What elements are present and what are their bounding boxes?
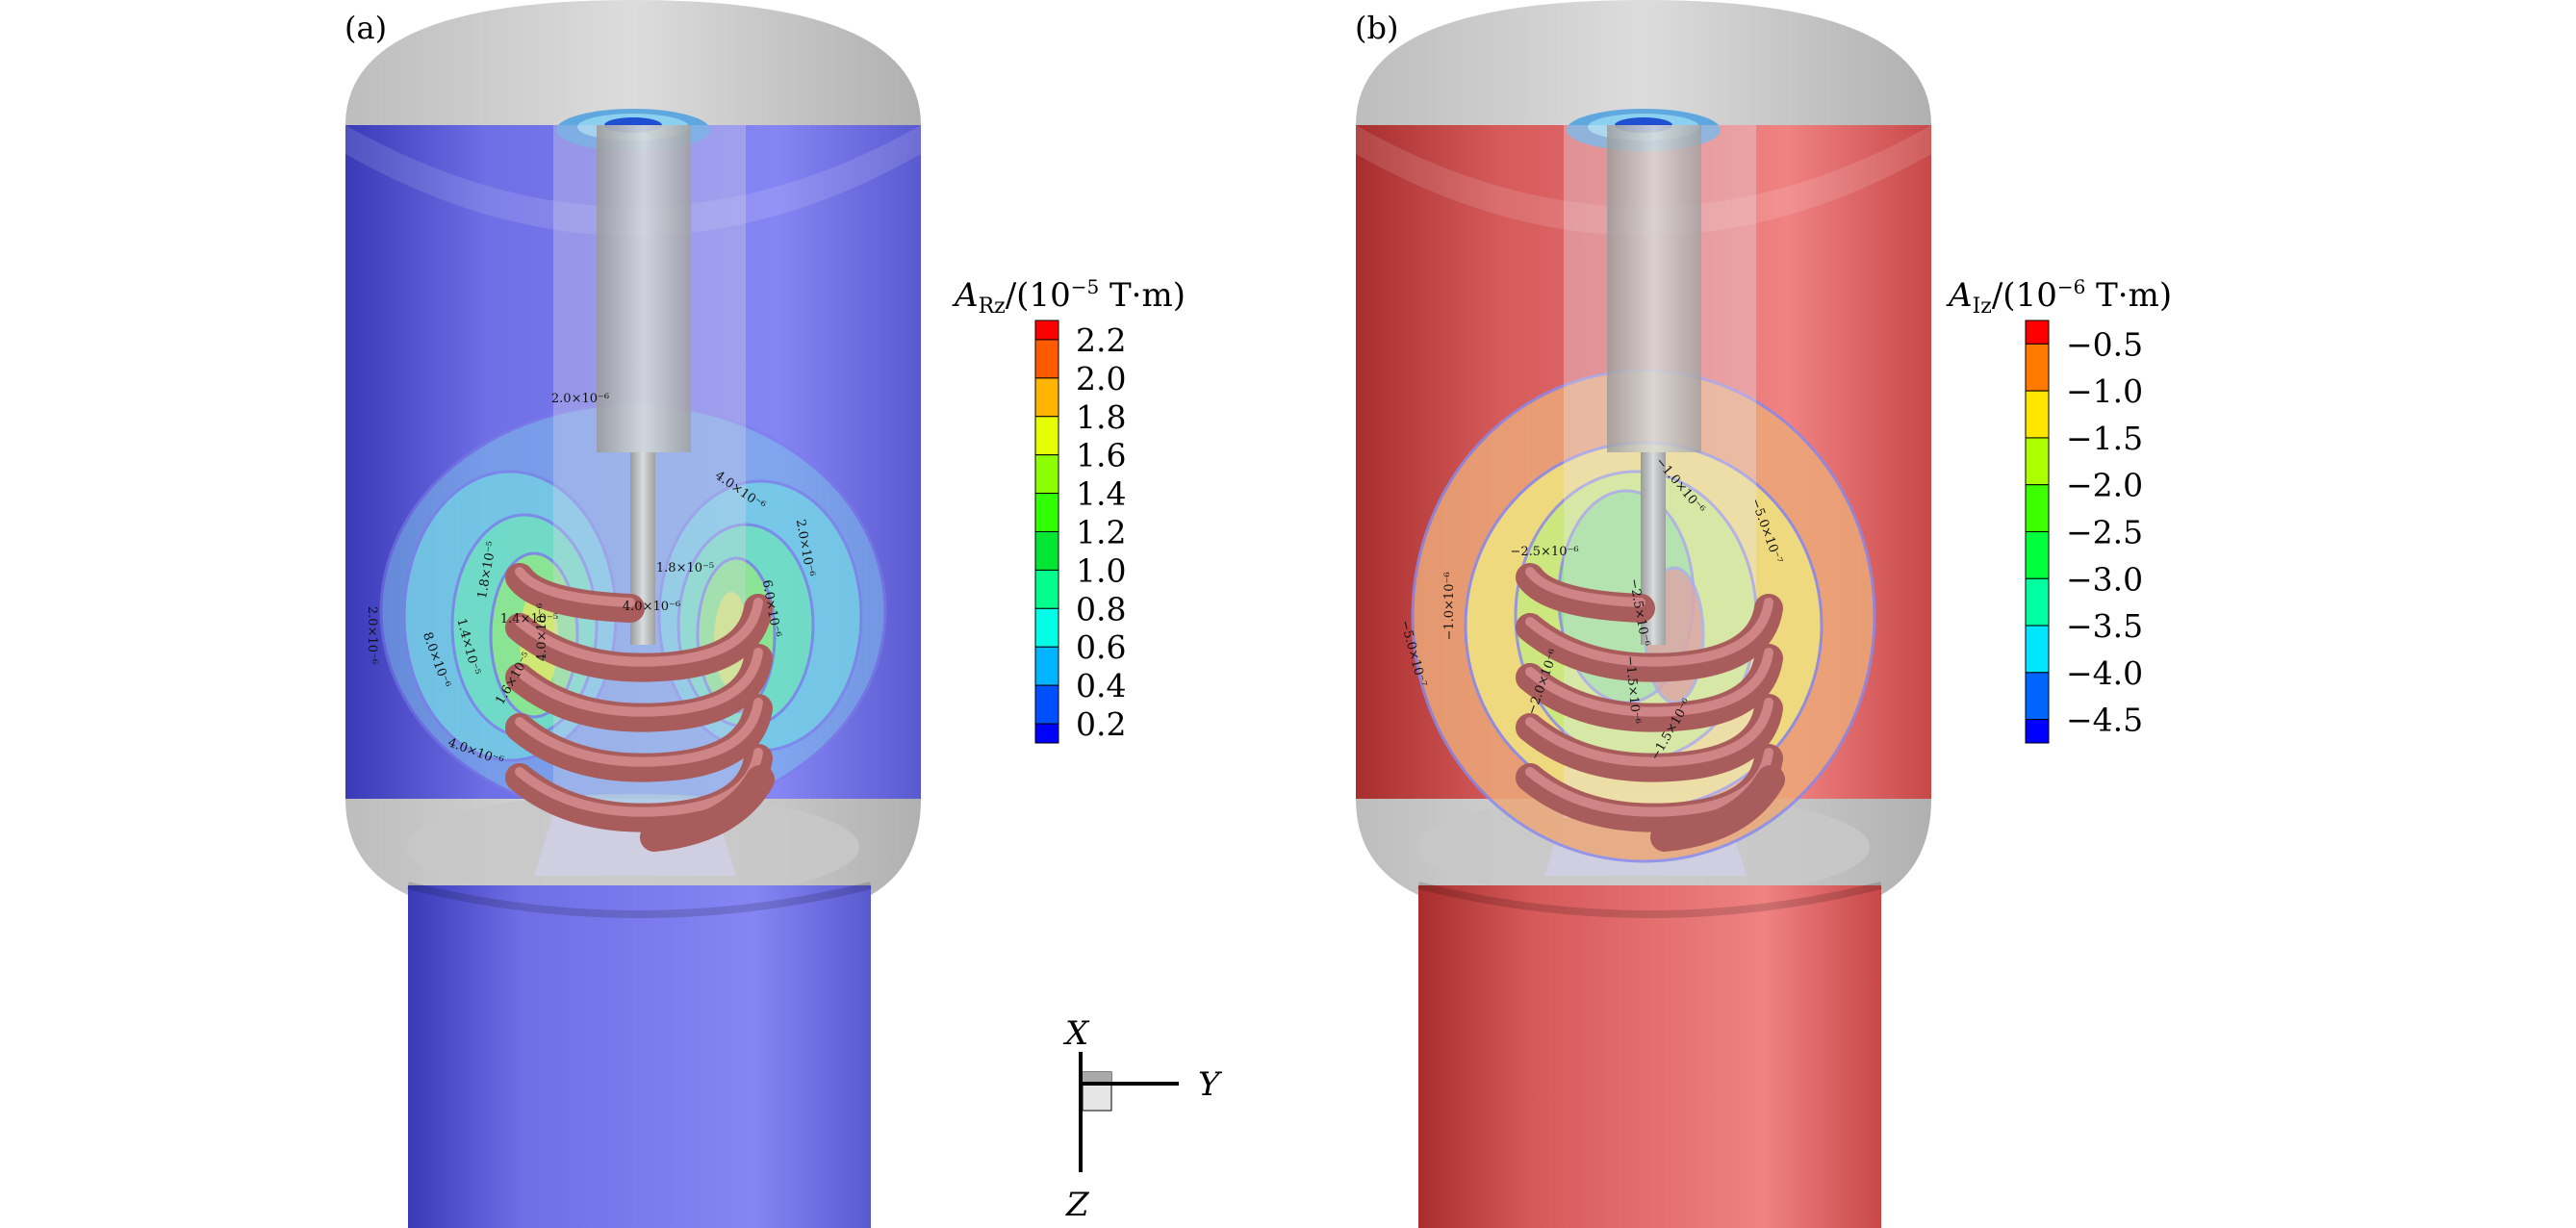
colorbar-segment <box>2025 437 2050 486</box>
colorbar-tick-label: 1.2 <box>1076 514 1126 551</box>
colorbar-tick-label: −1.5 <box>2066 420 2143 457</box>
colorbar-tick-label: 0.2 <box>1076 705 1126 743</box>
colorbar-tick-label: −3.5 <box>2066 607 2143 645</box>
colorbar-segment <box>1034 320 1059 341</box>
title-symbol: A <box>1946 276 1973 315</box>
colorbar-segment <box>1034 684 1059 725</box>
y-axis-label: Y <box>1198 1065 1223 1104</box>
contour-label: 1.4×10⁻⁵ <box>500 612 558 627</box>
colorbar-segment <box>1034 339 1059 379</box>
colorbar-tick-label: −4.0 <box>2066 654 2143 692</box>
colorbar-segment <box>2025 672 2050 721</box>
injector <box>597 125 691 452</box>
z-axis-label: Z <box>1065 1186 1090 1224</box>
contour-label: −1.0×10⁻⁶ <box>1442 572 1457 640</box>
contour-label: 4.0×10⁻⁶ <box>623 600 680 614</box>
contour-label: 2.0×10⁻⁶ <box>551 392 609 406</box>
colorbar-segment <box>1034 607 1059 648</box>
colorbar-tick-label: −4.5 <box>2066 702 2143 739</box>
coil-lead <box>640 765 775 852</box>
colorbar-segment <box>1034 723 1059 744</box>
title-mid: /(10 <box>1992 276 2057 315</box>
title-symbol: A <box>952 276 979 315</box>
injector <box>1607 125 1701 452</box>
title-exponent: −6 <box>2057 275 2085 298</box>
colorbar-tick-label: −3.0 <box>2066 560 2143 598</box>
colorbar-segment <box>2025 320 2050 345</box>
contour-label: 1.8×10⁻⁵ <box>656 561 714 576</box>
colorbar-segment <box>2025 577 2050 627</box>
colorbar-segment <box>2025 343 2050 392</box>
colorbar-segment <box>2025 531 2050 579</box>
colorbar-a: 2.22.01.81.61.41.21.00.80.60.40.2 <box>1034 320 1126 744</box>
title-subscript: Iz <box>1973 294 1992 319</box>
colorbar-title-b: AIz/(10−6 T·m) <box>1946 275 2172 319</box>
colorbar-tick-label: 1.6 <box>1076 437 1126 474</box>
title-unit: T·m) <box>2085 276 2172 315</box>
colorbar-tick-label: 0.4 <box>1076 667 1126 704</box>
contour-label: 4.0×10⁻⁶ <box>535 603 549 661</box>
colorbar-segment <box>2025 719 2050 744</box>
colorbar-tick-label: 1.4 <box>1076 475 1126 513</box>
colorbar-tick-label: 2.0 <box>1076 360 1126 397</box>
colorbar-tick-label: 1.8 <box>1076 398 1126 436</box>
colorbar-b: −0.5 −1.0 −1.5 −2.0 −2.5 −3.0 −3.5 −4.0 −4.5 <box>2025 320 2143 744</box>
axes-triad: X Y Z <box>1062 1014 1223 1224</box>
colorbar-segment <box>1034 377 1059 418</box>
contour-label: −2.5×10⁻⁶ <box>1510 545 1578 559</box>
colorbar-segment <box>2025 390 2050 439</box>
colorbar-tick-label: −0.5 <box>2066 325 2143 363</box>
colorbar-tick-label: 2.2 <box>1076 321 1126 359</box>
coil-lead <box>1650 765 1785 852</box>
colorbar-tick-label: −2.5 <box>2066 514 2143 551</box>
contour-label: 2.0×10⁻⁶ <box>365 606 379 664</box>
induction-coils <box>505 563 1785 852</box>
title-mid: /(10 <box>1006 276 1071 315</box>
colorbar-tick-label: 1.0 <box>1076 551 1126 589</box>
title-unit: T·m) <box>1099 276 1186 315</box>
panel-label-b: (b) <box>1355 10 1398 46</box>
title-subscript: Rz <box>979 294 1006 319</box>
x-axis-label: X <box>1062 1014 1090 1053</box>
colorbar-segment <box>1034 454 1059 495</box>
colorbar-segment <box>2025 625 2050 674</box>
colorbar-title-a: ARz/(10−5 T·m) <box>952 275 1186 319</box>
colorbar-segment <box>1034 493 1059 532</box>
colorbar-segment <box>1034 569 1059 609</box>
colorbar-tick-label: 0.6 <box>1076 628 1126 666</box>
title-exponent: −5 <box>1071 275 1099 298</box>
colorbar-segment <box>1034 646 1059 686</box>
colorbar-segment <box>1034 531 1059 571</box>
panel-label-a: (a) <box>344 10 387 46</box>
colorbar-segment <box>2025 484 2050 533</box>
colorbar-tick-label: 0.8 <box>1076 590 1126 627</box>
colorbar-tick-label: −2.0 <box>2066 467 2143 504</box>
colorbar-segment <box>1034 416 1059 456</box>
contour-label: −1.5×10⁻⁶ <box>1622 655 1643 725</box>
colorbar-tick-label: −1.0 <box>2066 372 2143 410</box>
